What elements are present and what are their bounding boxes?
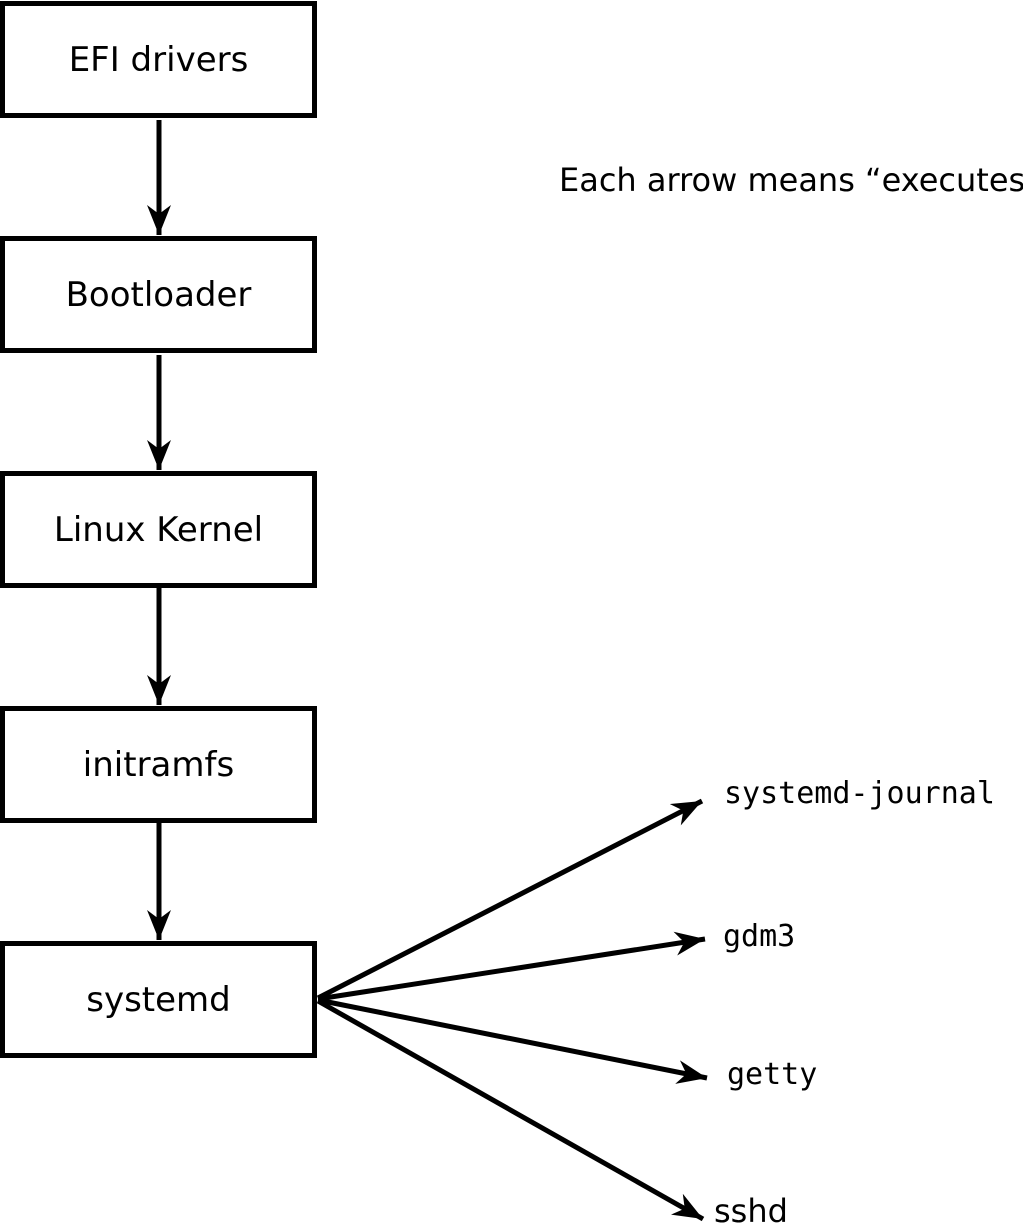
flow-box-systemd: systemd (0, 941, 317, 1058)
spawned-process-gdm3: gdm3 (723, 919, 796, 954)
arrow-systemd-to-gdm3 (317, 931, 706, 1002)
legend-note: Each arrow means “executes”. (559, 161, 1023, 199)
flow-box-linux-kernel: Linux Kernel (0, 471, 317, 588)
arrow-systemd-to-getty (317, 997, 708, 1084)
flow-box-bootloader: Bootloader (0, 236, 317, 353)
flow-box-efi-drivers: EFI drivers (0, 1, 317, 118)
spawned-process-sshd: sshd (714, 1192, 788, 1230)
flow-box-label: EFI drivers (68, 39, 249, 80)
arrow-systemd-to-sshd (316, 998, 705, 1222)
spawned-process-getty: getty (727, 1057, 818, 1092)
flow-box-initramfs: initramfs (0, 706, 317, 823)
flow-box-label: initramfs (82, 744, 235, 785)
flow-box-label: Bootloader (65, 274, 252, 315)
flow-box-label: Linux Kernel (53, 509, 264, 550)
arrow-systemd-to-journal (316, 798, 704, 1001)
flow-box-label: systemd (86, 979, 231, 1020)
spawned-process-systemd-journal: systemd-journal (724, 776, 995, 811)
